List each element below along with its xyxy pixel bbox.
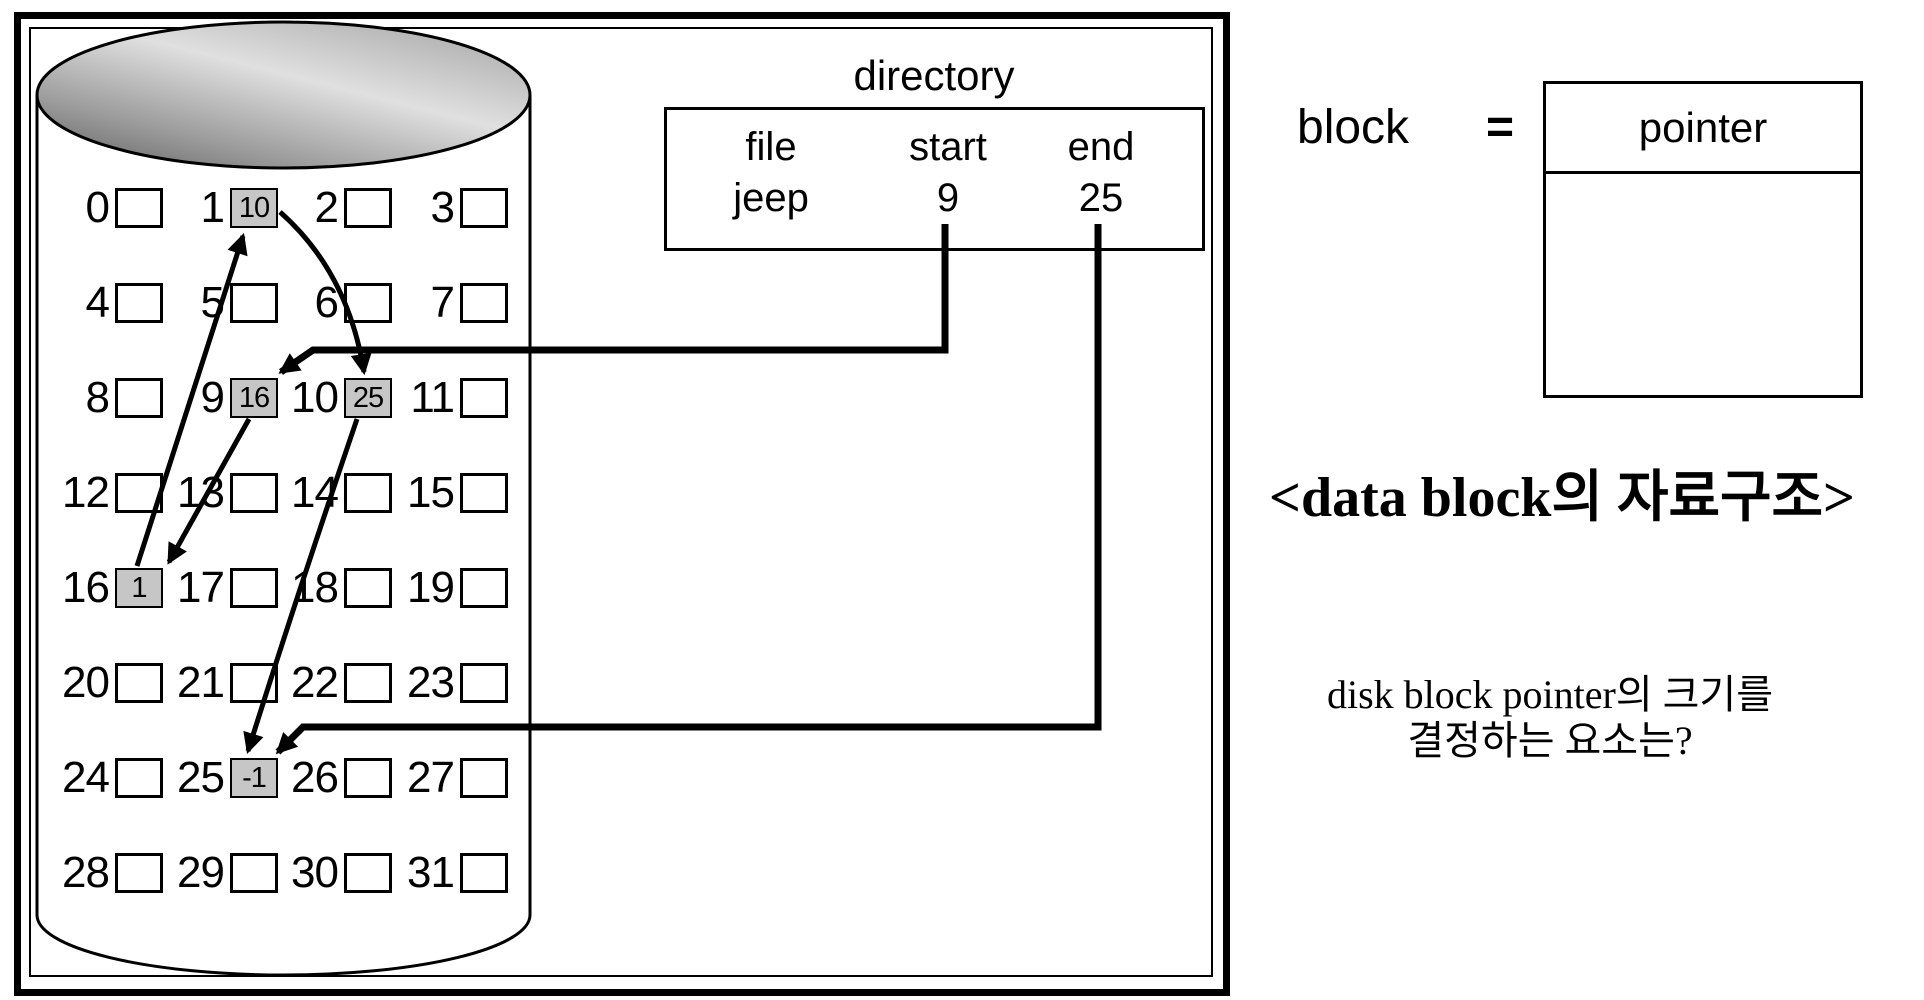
question-line-1: disk block pointer의 크기를 — [1326, 672, 1774, 717]
block-box-empty — [460, 853, 508, 893]
block-box-empty — [460, 663, 508, 703]
block-number-label: 3 — [430, 183, 455, 232]
block-box-empty — [115, 758, 163, 798]
data-block-structure-box: pointer — [1543, 81, 1863, 398]
block-box-empty — [460, 378, 508, 418]
block-number-label: 29 — [177, 848, 225, 897]
block-box-empty — [460, 758, 508, 798]
block-equation-label: block — [1297, 101, 1410, 154]
question-text: disk block pointer의 크기를 결정하는 요소는? — [1327, 672, 1773, 764]
block-number-label: 31 — [407, 848, 455, 897]
directory-table: file start end jeep 9 25 — [664, 107, 1205, 251]
block-number-label: 18 — [291, 563, 339, 612]
diagram-outer-frame — [14, 12, 1230, 996]
block-box-empty — [460, 283, 508, 323]
block-number-label: 1 — [200, 183, 225, 232]
directory-header-end: end — [1067, 125, 1135, 169]
block-number-label: 8 — [85, 373, 110, 422]
block-box-empty — [460, 473, 508, 513]
block-number-label: 28 — [62, 848, 110, 897]
block-number-label: 23 — [407, 658, 455, 707]
block-number-label: 0 — [85, 183, 110, 232]
directory-cell-end: 25 — [1078, 176, 1124, 220]
block-number-label: 19 — [407, 563, 455, 612]
block-number-label: 17 — [177, 563, 225, 612]
block-box-filled: -1 — [230, 758, 278, 798]
block-box-empty — [115, 853, 163, 893]
block-number-label: 16 — [62, 563, 110, 612]
question-line-2: 결정하는 요소는? — [1407, 718, 1693, 763]
equals-sign: = — [1486, 101, 1515, 154]
block-number-label: 20 — [62, 658, 110, 707]
block-number-label: 15 — [407, 468, 455, 517]
block-box-filled: 10 — [230, 188, 278, 228]
block-number-label: 5 — [200, 278, 225, 327]
pointer-field-label: pointer — [1546, 84, 1860, 174]
block-number-label: 26 — [291, 753, 339, 802]
directory-title: directory — [853, 52, 1015, 99]
block-number-label: 7 — [430, 278, 455, 327]
data-block-structure-caption: <data block의 자료구조> — [1269, 467, 1855, 529]
block-number-label: 6 — [314, 278, 339, 327]
block-number-label: 2 — [314, 183, 339, 232]
block-number-label: 22 — [291, 658, 339, 707]
block-number-label: 12 — [62, 468, 110, 517]
block-number-label: 4 — [85, 278, 110, 327]
directory-header-file: file — [745, 125, 797, 169]
block-number-label: 9 — [200, 373, 225, 422]
block-number-label: 14 — [291, 468, 339, 517]
block-box-filled: 1 — [115, 568, 163, 608]
block-number-label: 30 — [291, 848, 339, 897]
block-number-label: 21 — [177, 658, 225, 707]
block-number-label: 11 — [410, 373, 455, 422]
block-box-empty — [230, 853, 278, 893]
directory-cell-start: 9 — [936, 176, 960, 220]
block-box-empty — [460, 188, 508, 228]
block-box-empty — [115, 663, 163, 703]
directory-header-start: start — [909, 125, 987, 169]
block-number-label: 27 — [407, 753, 455, 802]
block-number-label: 10 — [291, 373, 339, 422]
block-number-label: 13 — [177, 468, 225, 517]
block-box-empty — [344, 188, 392, 228]
block-number-label: 25 — [177, 753, 225, 802]
block-box-empty — [344, 758, 392, 798]
block-box-empty — [460, 568, 508, 608]
directory-cell-file: jeep — [733, 176, 809, 220]
block-number-label: 24 — [62, 753, 110, 802]
block-box-empty — [115, 188, 163, 228]
block-box-empty — [344, 853, 392, 893]
diagram-inner-frame — [29, 27, 1213, 977]
